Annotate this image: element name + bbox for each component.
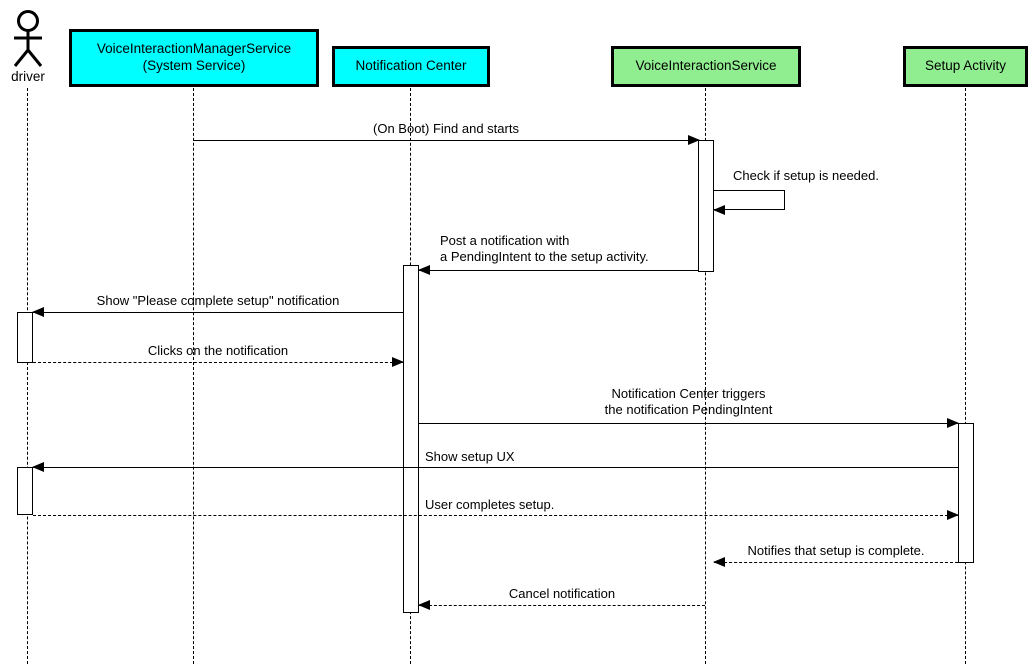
message-line [419, 270, 699, 271]
self-message-bottom-segment [714, 209, 785, 210]
lifeline-vims [193, 88, 194, 664]
arrowhead-right-icon [392, 356, 404, 367]
activation-setup-activity-1 [958, 423, 974, 563]
message-label-on-boot-find-and-starts: (On Boot) Find and starts [373, 121, 519, 136]
message-label-post-a-notification: Post a notification with a PendingIntent… [440, 233, 649, 265]
message-label-clicks-on-the-notification: Clicks on the notification [147, 343, 289, 358]
arrowhead-left-icon [32, 461, 44, 472]
message-label-show-setup-ux: Show setup UX [425, 449, 515, 464]
arrowhead-left-icon [713, 556, 725, 567]
activation-notification-center-1 [403, 265, 419, 613]
message-label-notification-center-triggers-pendingintent: Notification Center triggers the notific… [604, 386, 773, 418]
activation-driver-1 [17, 312, 33, 363]
participant-voiceinteractionservice[interactable]: VoiceInteractionService [611, 46, 801, 87]
message-line [33, 362, 403, 363]
message-line [714, 562, 958, 563]
participant-notification-center[interactable]: Notification Center [332, 46, 490, 87]
lifeline-setup-activity [965, 88, 966, 664]
lifeline-driver [27, 88, 28, 664]
message-line [193, 140, 699, 141]
message-check-if-setup-is-needed[interactable] [713, 190, 785, 215]
message-label-show-please-complete-setup-notification: Show "Please complete setup" notificatio… [96, 293, 340, 308]
message-label-user-completes-setup: User completes setup. [425, 497, 555, 512]
self-message-top-segment [714, 190, 785, 191]
message-line [419, 423, 958, 424]
actor-driver-label: driver [11, 69, 45, 84]
message-line [33, 515, 958, 516]
message-line [419, 605, 705, 606]
arrowhead-left-icon [418, 599, 430, 610]
arrowhead-right-icon [947, 509, 959, 520]
participant-setup-activity[interactable]: Setup Activity [903, 46, 1028, 87]
arrowhead-left-icon [32, 306, 44, 317]
message-line [33, 312, 403, 313]
lifeline-voiceinteractionservice [705, 88, 706, 664]
arrowhead-left-icon [713, 204, 725, 215]
message-label-check-if-setup-is-needed: Check if setup is needed. [733, 168, 879, 183]
message-label-cancel-notification: Cancel notification [508, 586, 616, 601]
activation-driver-2 [17, 467, 33, 515]
message-label-notifies-that-setup-is-complete: Notifies that setup is complete. [747, 543, 925, 558]
arrowhead-right-icon [688, 134, 700, 145]
participant-voiceinteractionmanagerservice[interactable]: VoiceInteractionManagerService (System S… [69, 29, 319, 87]
self-message-right-segment [783, 190, 785, 210]
actor-driver-figure [6, 10, 50, 68]
arrowhead-right-icon [947, 417, 959, 428]
arrowhead-left-icon [418, 264, 430, 275]
message-line [33, 467, 958, 468]
